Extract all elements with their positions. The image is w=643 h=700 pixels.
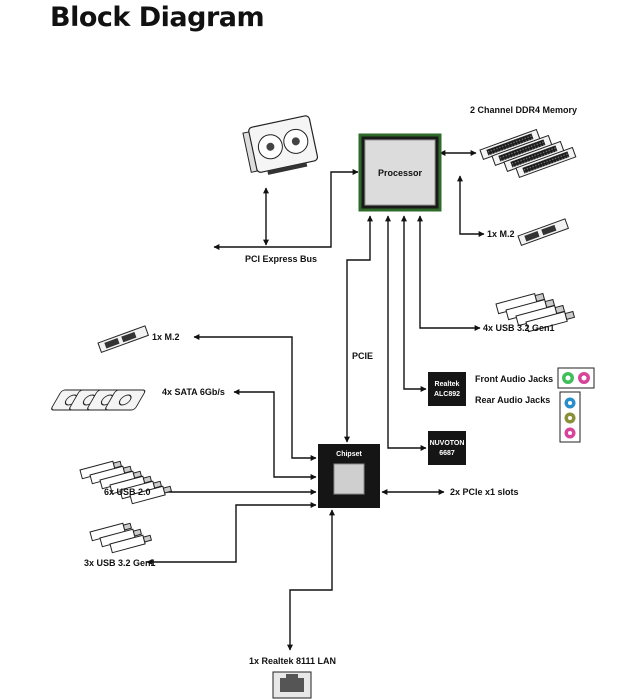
pcie-bus-label: PCI Express Bus [245,254,317,264]
link-chipset-lan [287,509,335,651]
link-cpu-sio [385,215,427,451]
graphics-card-icon [242,115,319,175]
link-cpu-usb [417,215,481,331]
sio-chip-line1: NUVOTON [430,440,465,447]
link-cpu-m2 [457,175,485,237]
link-chipset-sata [233,389,317,480]
page-title: Block Diagram [50,2,265,33]
usb2-label: 6x USB 2.0 [104,487,151,497]
front-audio-label: Front Audio Jacks [475,374,553,384]
memory-label: 2 Channel DDR4 Memory [470,105,577,115]
processor-chip: Processor [358,133,442,212]
rear-audio-jacks-icon [559,391,581,443]
audio-chip-line1: Realtek [435,381,460,388]
link-cpu-audio [401,215,427,392]
cpu-m2-label: 1x M.2 [487,229,515,239]
lan-label: 1x Realtek 8111 LAN [249,656,336,666]
chipset-label: Chipset [336,451,362,458]
memory-modules-icon [479,128,577,179]
link-cpu-chipset [344,215,373,443]
sio-chip-line2: 6687 [439,450,455,457]
pcie-x1-label: 2x PCIe x1 slots [450,487,519,497]
super-io-chip: NUVOTON 6687 [428,431,466,465]
link-pcie-bus [213,169,359,250]
sata-label: 4x SATA 6Gb/s [162,387,225,397]
front-audio-jacks-icon [557,367,595,389]
usb2-drives-icon [79,460,173,505]
link-chipset-m2 [193,334,317,461]
chipset-m2-label: 1x M.2 [152,332,180,342]
chipset-chip: Chipset [318,444,380,508]
usb-drives-icon [495,292,576,333]
chipset-usb3-label: 3x USB 3.2 Gen1 [84,558,156,568]
audio-chip-line2: ALC892 [434,391,460,398]
rear-audio-label: Rear Audio Jacks [475,395,550,405]
chipset-usb3-drives-icon [89,522,153,554]
chipset-m2-ssd-icon [97,325,150,354]
pcie-link-label: PCIE [352,351,373,361]
sata-drives-icon [51,389,146,411]
processor-label: Processor [378,168,423,178]
audio-codec-chip: Realtek ALC892 [428,372,466,406]
cpu-usb-label: 4x USB 3.2 Gen1 [483,323,555,333]
m2-ssd-icon [517,218,570,247]
lan-port-icon [272,671,312,699]
link-chipset-usb3 [146,502,317,565]
